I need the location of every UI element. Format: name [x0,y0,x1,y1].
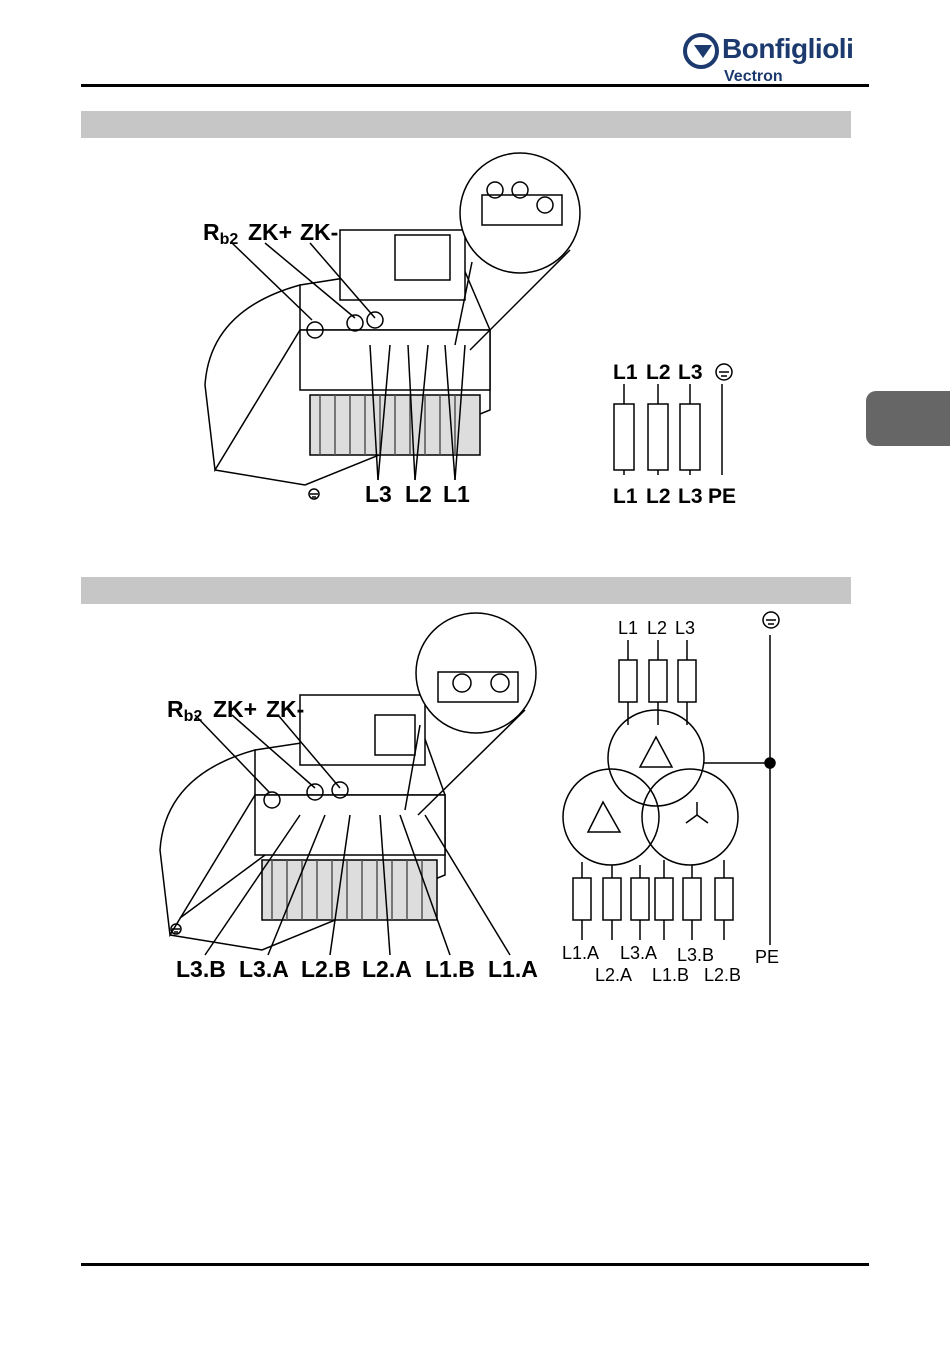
fig1-schem-bot-l2: L2 [646,486,671,507]
fig2-schem-l1a: L1.A [562,944,599,962]
fig2-schem-l2b: L3.B [677,946,714,964]
fig2-terminal-l3b: L3.B [176,958,226,981]
fig2-terminal-l2a: L2.A [362,958,412,981]
fig1-rb-label: Rb2 [203,221,238,248]
fig2-schem-top-l3: L3 [675,619,695,637]
fig2-schem-l3b: L2.B [704,966,741,984]
fig2-schem-l2a: L2.A [595,966,632,984]
fig1-schem-bot-l1: L1 [613,486,638,507]
fig1-l1-label: L1 [443,483,470,506]
device-drawing-2 [160,613,536,955]
fig1-zk-plus-label: ZK+ [248,221,292,244]
fig2-schem-pe: PE [755,948,779,966]
fig2-rb-label: Rb2 [167,698,202,725]
fig1-schem-top-l2: L2 [646,362,671,383]
fig2-schem-top-l2: L2 [647,619,667,637]
fig2-schem-top-l1: L1 [618,619,638,637]
fig2-terminal-l3a: L3.A [239,958,289,981]
fig2-terminal-l1a: L1.A [488,958,538,981]
fig1-l3-label: L3 [365,483,392,506]
fig1-schem-bot-l3: L3 [678,486,703,507]
fig1-schem-top-l1: L1 [613,362,638,383]
device-drawing-1 [205,153,580,499]
fig2-terminal-l1b: L1.B [425,958,475,981]
fig2-schem-l1b: L1.B [652,966,689,984]
fig1-zk-minus-label: ZK- [300,221,338,244]
fig2-schem-l3a: L3.A [620,944,657,962]
fig2-terminal-l2b: L2.B [301,958,351,981]
fig1-schem-top-l3: L3 [678,362,703,383]
fig1-l2-label: L2 [405,483,432,506]
schematic-2 [563,612,779,945]
fig2-zk-plus-label: ZK+ [213,698,257,721]
fig2-zk-minus-label: ZK- [266,698,304,721]
fig1-schem-bot-pe: PE [708,486,736,507]
fig1-rb-subscript: b2 [220,231,239,248]
fig2-rb-subscript: b2 [184,708,203,725]
